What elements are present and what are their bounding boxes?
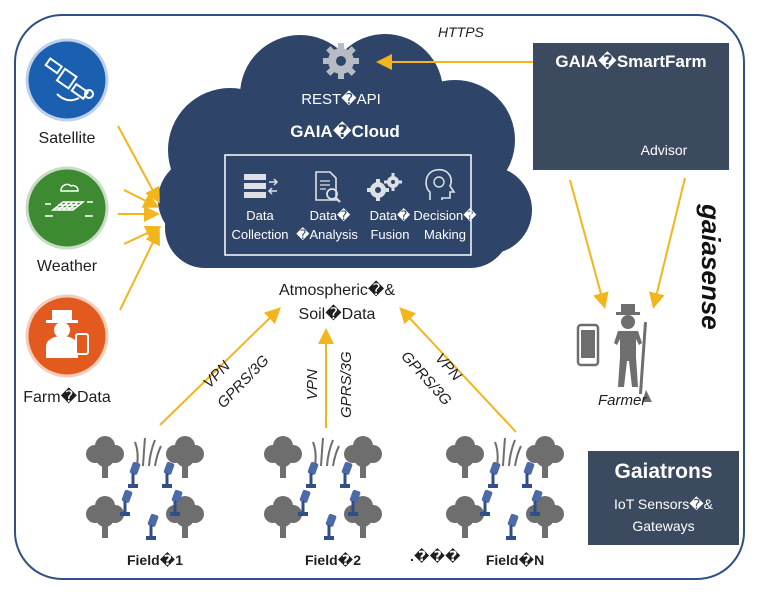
outer-frame xyxy=(14,14,745,580)
atmo-line2: Soil�Data xyxy=(298,306,376,323)
smartfarm-title: GAIA�SmartFarm xyxy=(555,52,707,71)
https-label: HTTPS xyxy=(438,24,484,40)
module-decision-making-line1: Decision� xyxy=(413,208,477,223)
field-n-graphic xyxy=(446,436,564,540)
document-search-icon xyxy=(315,171,341,203)
field-label-2: Field�2 xyxy=(304,552,362,568)
field-label-n: Field�N xyxy=(485,552,545,568)
farmer-label: Farmer xyxy=(598,392,647,409)
satellite-circle xyxy=(25,38,109,122)
gaiatrons-line2: Gateways xyxy=(632,518,695,534)
module-data-collection-line1: Data xyxy=(246,208,274,223)
field-label-1: Field�1 xyxy=(126,552,184,568)
advisor-label: Advisor xyxy=(640,142,688,158)
farmer-phone-icon xyxy=(46,310,89,358)
weather-grid-icon xyxy=(45,183,93,217)
field-1-graphic xyxy=(86,436,204,540)
module-data-analysis-line2: �Analysis xyxy=(296,227,358,242)
smartfarm-panel xyxy=(533,43,729,170)
source-label-weather: Weather xyxy=(36,258,98,275)
source-arrows xyxy=(117,54,686,433)
module-data-analysis-line1: Data� xyxy=(309,208,351,223)
field-2-graphic xyxy=(264,436,382,540)
gears-icon xyxy=(367,173,402,201)
satellite-icon xyxy=(44,57,94,102)
gaiatrons-line1: IoT Sensors�& xyxy=(614,496,713,512)
brand-gaiasense: gaiasense xyxy=(696,204,726,330)
gaiatrons-panel xyxy=(588,451,739,545)
head-brain-icon xyxy=(425,168,456,200)
rest-api-gear-icon xyxy=(323,43,359,79)
cloud-title: GAIA�Cloud xyxy=(290,122,400,141)
module-data-fusion-line1: Data� xyxy=(369,208,411,223)
gaiatrons-title: Gaiatrons xyxy=(614,460,713,483)
module-data-fusion-line2: Fusion xyxy=(370,227,410,242)
source-label-farm-data: Farm�Data xyxy=(23,389,111,406)
module-decision-making-line2: Making xyxy=(424,227,466,242)
link-2-net: GPRS/3G xyxy=(338,351,355,418)
module-data-collection-line2: Collection xyxy=(231,227,289,242)
source-label-satellite: Satellite xyxy=(38,130,96,147)
farmer-icon xyxy=(614,304,652,402)
atmo-line1: Atmospheric�& xyxy=(279,282,395,299)
phone-icon xyxy=(576,323,600,367)
server-icon xyxy=(244,174,279,198)
link-2-vpn: VPN xyxy=(304,369,321,400)
fields-ellipsis: .��� xyxy=(410,548,461,564)
cloud-modules-box xyxy=(224,154,472,256)
rest-api-label: REST�API xyxy=(301,91,381,108)
